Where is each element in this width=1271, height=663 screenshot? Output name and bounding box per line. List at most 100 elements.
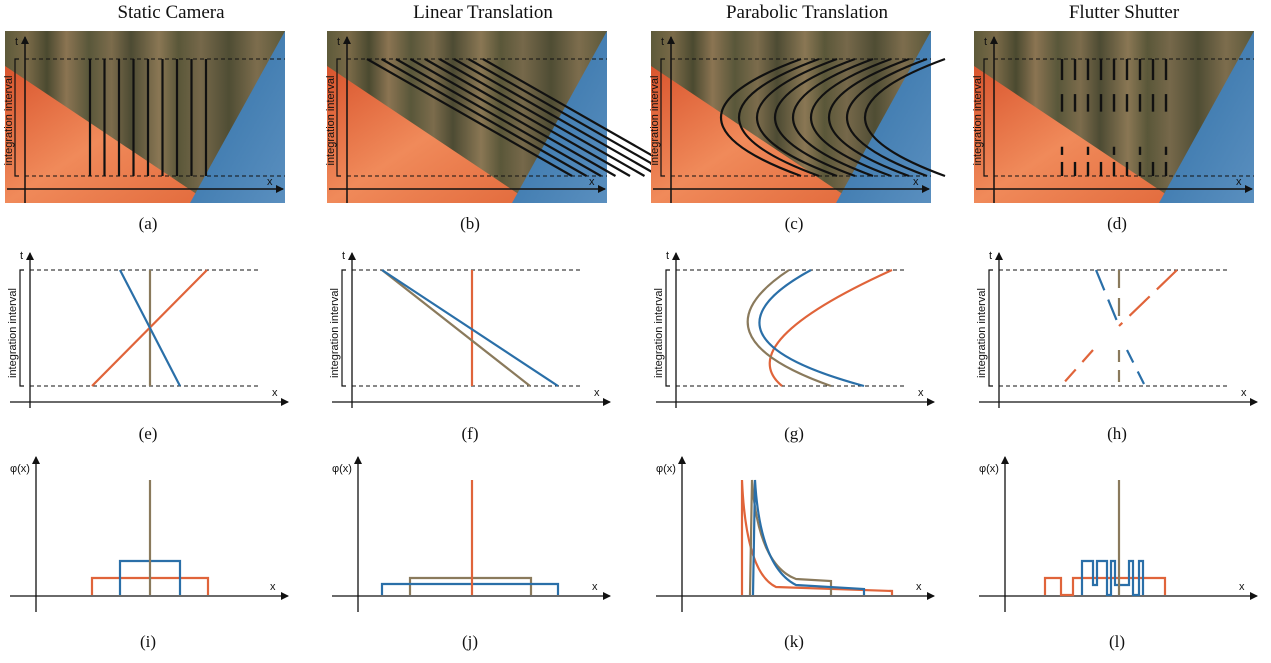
blue-psf (380, 582, 560, 595)
image-panel-2 (651, 31, 946, 203)
blue-trajectory (1094, 269, 1121, 327)
column-title-parabolic: Parabolic Translation (725, 2, 889, 23)
t-axis-label: t (337, 36, 340, 48)
interval-bracket (983, 58, 988, 177)
blue-object (190, 31, 285, 203)
trajectory-line (380, 58, 588, 177)
spacetime-panel-0 (10, 252, 289, 408)
blue-object (512, 31, 607, 203)
interval-label: integration interval (325, 76, 337, 166)
trajectory-curve (864, 57, 946, 178)
trajectory-line (424, 58, 631, 177)
t-axis-label: t (984, 36, 987, 48)
blue-trajectory (119, 269, 181, 387)
interval-bracket (336, 58, 341, 177)
caption-j: (j) (461, 632, 479, 651)
t-axis-label: t (20, 250, 23, 262)
x-axis-label: x (916, 581, 922, 593)
orange-object (5, 66, 210, 203)
image-panel-1 (327, 31, 689, 203)
blue-psf (751, 479, 866, 596)
psf-panel-1 (332, 456, 611, 612)
t-axis-label: t (666, 250, 669, 262)
column-title-linear: Linear Translation (413, 2, 553, 23)
trajectory-curve (774, 57, 856, 178)
psf-panel-0 (10, 456, 289, 612)
orange-trajectory (768, 268, 893, 387)
interval-bracket (665, 269, 670, 387)
t-axis-label: t (342, 250, 345, 262)
trajectory-curve (828, 57, 910, 178)
caption-g: (g) (784, 424, 804, 443)
orange-object (327, 66, 532, 203)
trajectory-line (409, 58, 617, 177)
interval-label: integration interval (649, 76, 661, 166)
caption-b: (b) (460, 214, 480, 233)
interval-bracket (14, 58, 19, 177)
interval-bracket (341, 269, 346, 387)
caption-k: (k) (784, 632, 804, 651)
blue-trajectory (381, 269, 559, 387)
interval-bracket (660, 58, 665, 177)
interval-label: integration interval (3, 76, 15, 166)
x-axis-label: x (270, 581, 276, 593)
interval-label: integration interval (329, 288, 341, 378)
x-axis-label: x (913, 176, 919, 188)
t-axis-label: t (661, 36, 664, 48)
interval-bracket (988, 269, 993, 387)
trajectory-line (438, 58, 646, 177)
trajectory-curve (756, 57, 838, 178)
x-axis-label: x (272, 387, 278, 399)
x-axis-label: x (589, 176, 595, 188)
interval-bracket (19, 269, 24, 387)
trajectory-line (395, 58, 602, 177)
trajectory-line (453, 58, 660, 177)
interval-label: integration interval (653, 288, 665, 378)
interval-label: integration interval (7, 288, 19, 378)
orange-trajectory (1118, 269, 1178, 327)
blue-trajectory (758, 269, 865, 388)
brown-trajectory (381, 269, 531, 387)
orange-object (651, 66, 856, 203)
x-axis-label: x (1236, 176, 1242, 188)
caption-l: (l) (1108, 632, 1126, 651)
x-axis-label: x (267, 176, 273, 188)
interval-label: integration interval (976, 288, 988, 378)
image-panel-3 (974, 31, 1254, 203)
blue-trajectory (1126, 349, 1146, 387)
orange-psf (1043, 576, 1167, 597)
interval-label: integration interval (972, 76, 984, 166)
phi-axis-label: φ(x) (979, 463, 999, 475)
orange-trajectory (1060, 349, 1094, 387)
column-title-flutter: Flutter Shutter (1068, 2, 1180, 23)
x-axis-label: x (918, 387, 924, 399)
phi-axis-label: φ(x) (332, 463, 352, 475)
trajectory-curve (792, 57, 874, 178)
psf-panel-3 (979, 456, 1258, 612)
image-panel-0 (5, 31, 285, 203)
caption-a: (a) (138, 214, 158, 233)
caption-d: (d) (1107, 214, 1127, 233)
t-axis-label: t (15, 36, 18, 48)
t-axis-label: t (989, 250, 992, 262)
brown-psf (408, 576, 533, 595)
caption-c: (c) (784, 214, 804, 233)
column-title-static: Static Camera (117, 2, 225, 23)
psf-panel-2 (656, 456, 935, 612)
brown-psf (748, 479, 833, 596)
x-axis-label: x (1241, 387, 1247, 399)
phi-axis-label: φ(x) (10, 463, 30, 475)
trajectory-curve (738, 57, 820, 178)
caption-i: (i) (139, 632, 157, 651)
blue-psf (1080, 559, 1145, 597)
trajectory-curve (720, 57, 802, 178)
brown-trajectory (746, 269, 832, 388)
caption-h: (h) (1107, 424, 1127, 443)
trajectory-line (366, 58, 573, 177)
x-axis-label: x (1239, 581, 1245, 593)
spacetime-panel-2 (656, 252, 935, 408)
trajectory-line (467, 58, 675, 177)
spacetime-panel-3 (979, 252, 1258, 408)
blue-object (1159, 31, 1254, 203)
